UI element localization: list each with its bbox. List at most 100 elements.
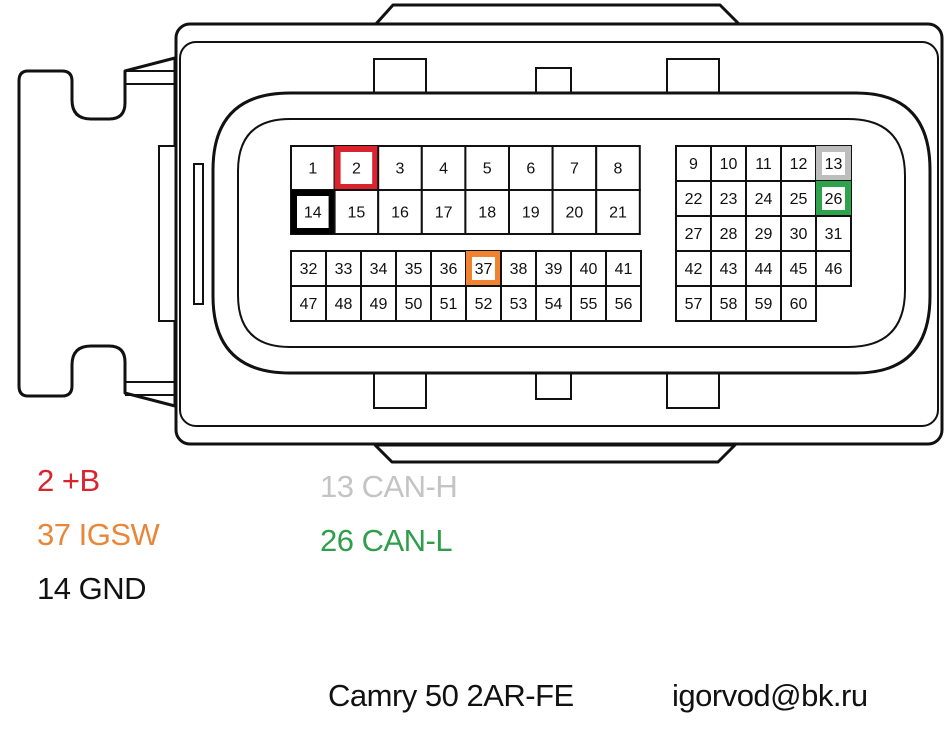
connector-side-clip xyxy=(17,56,177,408)
bottom-key xyxy=(666,372,720,409)
pin-label: 17 xyxy=(435,205,453,222)
pin-label: 60 xyxy=(790,296,808,313)
pin-highlight xyxy=(334,146,379,190)
pin-16: 16 xyxy=(377,189,423,235)
pin-label: 55 xyxy=(580,296,598,313)
pin-label: 36 xyxy=(440,261,458,278)
pin-label: 50 xyxy=(405,296,423,313)
pin-cell xyxy=(780,285,817,322)
pin-label: 12 xyxy=(790,156,808,173)
pin-label: 19 xyxy=(522,205,540,222)
pin-label: 13 xyxy=(825,156,843,173)
pin-cell xyxy=(780,215,817,252)
pin-cell xyxy=(377,145,423,191)
legend-pin2: 2 +B xyxy=(37,463,100,498)
pin-60: 60 xyxy=(780,285,817,322)
pin-cell xyxy=(500,285,537,322)
pin-label: 1 xyxy=(308,161,317,178)
pin-label: 31 xyxy=(825,226,843,243)
pin-label: 30 xyxy=(790,226,808,243)
pin-cell xyxy=(570,285,607,322)
pin-cell xyxy=(551,189,598,235)
pin-8: 8 xyxy=(595,145,641,191)
pin-43: 43 xyxy=(710,250,747,287)
pin-cell xyxy=(500,250,537,287)
pin-label: 41 xyxy=(615,261,633,278)
pin-3: 3 xyxy=(377,145,423,191)
caption-model: Camry 50 2AR-FE xyxy=(328,678,574,713)
pin-label: 15 xyxy=(348,205,366,222)
clip-side-rib xyxy=(158,145,178,322)
pin-cell xyxy=(465,285,502,322)
pin-cell xyxy=(420,189,467,235)
pin-cell xyxy=(675,250,712,287)
pin-label: 35 xyxy=(405,261,423,278)
pin-highlight xyxy=(816,181,851,216)
pin-label: 4 xyxy=(439,161,448,178)
pin-39: 39 xyxy=(535,250,572,287)
connector-bottom-latch xyxy=(373,443,737,464)
legend-pin37: 37 IGSW xyxy=(37,517,160,552)
pin-12: 12 xyxy=(780,145,817,182)
pin-38: 38 xyxy=(500,250,537,287)
pin-11: 11 xyxy=(745,145,782,182)
pin-44: 44 xyxy=(745,250,782,287)
pin-41: 41 xyxy=(605,250,642,287)
pin-10: 10 xyxy=(710,145,747,182)
pin-cell xyxy=(745,145,782,182)
pin-47: 47 xyxy=(290,285,327,322)
top-key xyxy=(535,67,572,94)
pin-32: 32 xyxy=(290,250,327,287)
pin-40: 40 xyxy=(570,250,607,287)
pin-label: 16 xyxy=(391,205,409,222)
pin-53: 53 xyxy=(500,285,537,322)
mating-face-inner-rim xyxy=(237,118,906,348)
pin-label: 52 xyxy=(475,296,493,313)
pin-cell xyxy=(675,215,712,252)
bottom-key xyxy=(535,372,572,400)
pin-cell xyxy=(815,215,852,252)
pin-5: 5 xyxy=(464,145,510,191)
top-key xyxy=(666,58,720,94)
pin-36: 36 xyxy=(430,250,467,287)
pin-label: 38 xyxy=(510,261,528,278)
pin-label: 5 xyxy=(483,161,492,178)
pin-label: 32 xyxy=(300,261,318,278)
housing-slot xyxy=(193,163,204,305)
pin-label: 43 xyxy=(720,261,738,278)
pin-14: 14 xyxy=(290,189,336,235)
legend-pin13: 13 CAN-H xyxy=(320,469,458,504)
pin-37: 37 xyxy=(465,250,502,287)
top-key xyxy=(373,58,427,94)
pin-9: 9 xyxy=(675,145,712,182)
pin-label: 28 xyxy=(720,226,738,243)
pin-label: 48 xyxy=(335,296,353,313)
pin-label: 47 xyxy=(300,296,318,313)
pin-15: 15 xyxy=(333,189,380,235)
pin-2: 2 xyxy=(333,145,380,191)
pin-label: 37 xyxy=(475,261,493,278)
pin-label: 23 xyxy=(720,191,738,208)
pin-label: 39 xyxy=(545,261,563,278)
pin-label: 26 xyxy=(825,191,843,208)
pin-59: 59 xyxy=(745,285,782,322)
pin-label: 58 xyxy=(720,296,738,313)
pin-58: 58 xyxy=(710,285,747,322)
pin-18: 18 xyxy=(464,189,510,235)
pin-highlight xyxy=(466,251,501,286)
pin-25: 25 xyxy=(780,180,817,217)
pin-label: 44 xyxy=(755,261,773,278)
pin-label: 21 xyxy=(609,205,627,222)
pin-label: 27 xyxy=(685,226,703,243)
pin-34: 34 xyxy=(360,250,397,287)
legend-pin26: 26 CAN-L xyxy=(320,523,453,558)
pin-50: 50 xyxy=(395,285,432,322)
pin-1: 1 xyxy=(290,145,336,191)
caption-email: igorvod@bk.ru xyxy=(672,678,868,713)
pin-52: 52 xyxy=(465,285,502,322)
pin-label: 34 xyxy=(370,261,388,278)
pin-30: 30 xyxy=(780,215,817,252)
pin-cell xyxy=(508,189,554,235)
pin-20: 20 xyxy=(551,189,598,235)
